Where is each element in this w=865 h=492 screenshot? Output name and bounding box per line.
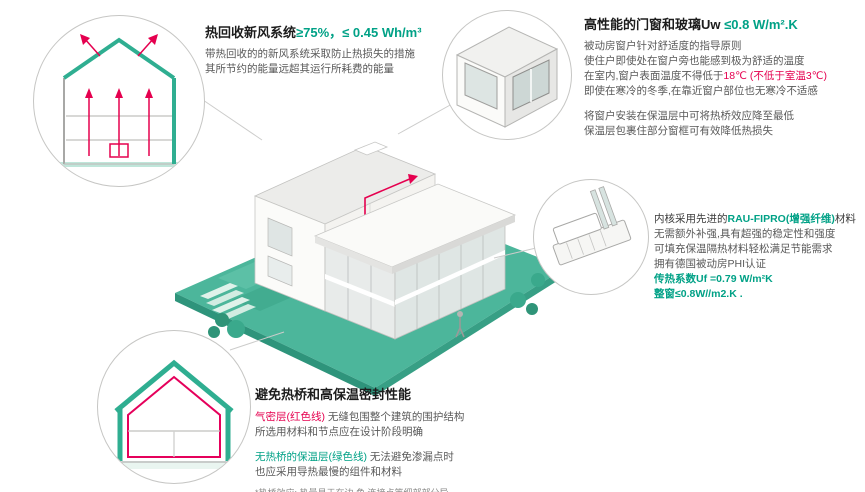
windows-desc-line1: 被动房窗户针对舒适度的指导原则 [584, 40, 742, 52]
airtight-layer-line: 气密层(红色线) 无缝包围整个建筑的围护结构 [255, 410, 464, 425]
windows-temp-line: 在室内,窗户表面温度不得低于18℃ (不低于室温3℃) [584, 69, 827, 84]
profile-desc-line2: 可填充保温隔热材料轻松满足节能需求 [654, 243, 833, 255]
airtight-layer-line2: 所选用材料和节点应在设计阶段明确 [255, 426, 423, 438]
window-corner-drawing [455, 26, 559, 128]
heat-recovery-section-drawing [50, 34, 188, 167]
interior-lines [112, 430, 236, 463]
windows-text-block: 高性能的门窗和玻璃Uw ≤0.8 W/m².K 被动房窗户针对舒适度的指导原则 … [584, 14, 827, 139]
isometric-house-svg [175, 141, 565, 396]
windows-temp-pre: 在室内,窗户表面温度不得低于 [584, 70, 724, 82]
heat-recovery-desc-line1: 带热回收的的新风系统采取防止热损失的措施 [205, 48, 415, 60]
corner-window-glazing [464, 59, 550, 111]
insulation-layer-label: 无热桥的保温层(绿色线) [255, 451, 367, 463]
profile-line1-post: 材料 [834, 213, 856, 225]
garden-bushes [208, 273, 545, 338]
detail-circle-frame-profile [533, 179, 649, 295]
airtight-layer-text: 无缝包围整个建筑的围护结构 [325, 411, 465, 423]
airtight-layer-label: 气密层(红色线) [255, 411, 325, 423]
windows-desc-line5: 将窗户安装在保温层中可将热桥效应降至最低 [584, 110, 794, 122]
house-glass-mass [313, 183, 517, 340]
insulation-layer-green [114, 359, 234, 461]
profile-metric-uw: 整窗≤0.8W//m2.K . [654, 288, 743, 300]
windows-temp-value: 18℃ [723, 70, 747, 82]
profile-metric-uf: 传热系数Uf =0.79 W/m²K [654, 273, 773, 285]
windows-title-value: ≤0.8 W/m².K [720, 17, 798, 32]
airtight-layer-red [127, 375, 221, 458]
heat-recovery-desc-line2: 其所节约的能量远超其运行所耗费的能量 [205, 63, 394, 75]
upvc-profile-cross-section [552, 186, 632, 266]
windows-desc-line4: 即使在寒冷的冬季,在靠近窗户部位也无寒冷不适感 [584, 85, 818, 97]
detail-circle-thermal-bridge [97, 330, 251, 484]
heat-recovery-title-label: 热回收新风系统 [205, 25, 297, 40]
frame-profile-drawing [552, 186, 632, 266]
profile-line1-highlight: RAU-FIPRO(增强纤维) [727, 213, 835, 225]
windows-desc-line2: 使住户即使处在窗户旁也能感到极为舒适的温度 [584, 55, 805, 67]
foundation-band [122, 461, 226, 469]
windows-title-label: 高性能的门窗和玻璃Uw [584, 17, 721, 32]
insulation-layer-line: 无热桥的保温层(绿色线) 无法避免渗漏点时 [255, 450, 464, 465]
thermal-bridge-footnote: *热桥效应: 热量易于在边,角,连接点等细部部分导 [255, 486, 464, 492]
detail-circle-window-corner [442, 10, 572, 140]
profile-line1: 内核采用先进的RAU-FIPRO(增强纤维)材料 [654, 212, 856, 227]
heat-recovery-title-value: ≥75%，≤ 0.45 Wh/m³ [296, 25, 422, 40]
thermal-bridge-text-block: 避免热桥和高保温密封性能 气密层(红色线) 无缝包围整个建筑的围护结构 所选用材… [255, 384, 464, 492]
insulated-roof-line [62, 37, 176, 80]
heat-recovery-text-block: 热回收新风系统≥75%，≤ 0.45 Wh/m³ 带热回收的的新风系统采取防止热… [205, 22, 422, 77]
isometric-house-illustration [160, 88, 575, 398]
profile-desc-line1: 无需额外补强,具有超强的稳定性和强度 [654, 228, 836, 240]
profile-line1-pre: 内核采用先进的 [654, 213, 728, 225]
thermal-bridge-title: 避免热桥和高保温密封性能 [255, 387, 412, 402]
windows-title: 高性能的门窗和玻璃Uw ≤0.8 W/m².K [584, 14, 827, 33]
insulation-layer-line2: 也应采用导热最慢的组件和材料 [255, 466, 402, 478]
airflow-arrows [80, 34, 158, 158]
windows-desc-line6: 保温层包裹住部分窗框可有效降低热损失 [584, 125, 773, 137]
human-figure [455, 311, 465, 338]
detail-circle-heat-recovery [33, 15, 205, 187]
profile-text-block: 内核采用先进的RAU-FIPRO(增强纤维)材料 无需额外补强,具有超强的稳定性… [654, 212, 856, 302]
thermal-bridge-section-drawing [112, 359, 236, 469]
heat-recovery-title: 热回收新风系统≥75%，≤ 0.45 Wh/m³ [205, 22, 422, 41]
windows-temp-note: (不低于室温3℃) [746, 70, 827, 82]
profile-desc-line3: 拥有德国被动房PHI认证 [654, 258, 767, 270]
insulation-layer-text: 无法避免渗漏点时 [367, 451, 454, 463]
